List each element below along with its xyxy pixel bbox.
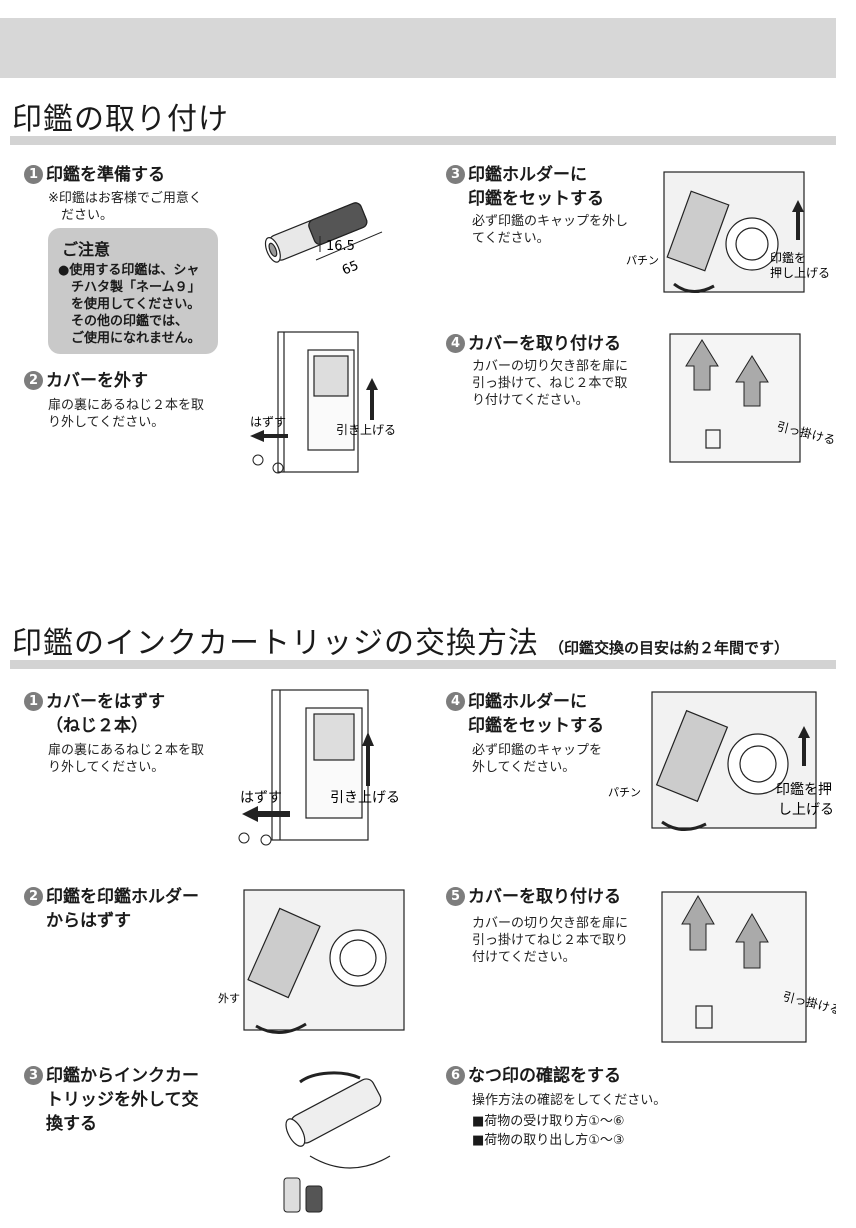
- push-up-label-line2: し上げる: [778, 802, 834, 818]
- step-title: 印鑑ホルダーに 印鑑をセットする: [468, 692, 604, 736]
- step-title: 印鑑を準備する: [46, 165, 165, 185]
- step-title: カバーを取り付ける: [468, 334, 621, 354]
- step-description: 扉の裏にあるねじ２本を取 り外してください。: [48, 398, 205, 430]
- step-description: カバーの切り欠き部を扉に 引っ掛けてねじ２本で取り 付けてください。: [472, 916, 629, 965]
- step-title: 印鑑を印鑑ホルダー からはずす: [46, 887, 199, 931]
- step-description: カバーの切り欠き部を扉に 引っ掛けて、ねじ２本で取 り付けてください。: [472, 359, 629, 408]
- step-title: 印鑑からインクカー トリッジを外して交 換する: [46, 1066, 199, 1134]
- step-number-badge: 1: [24, 165, 43, 184]
- stamp-dimension-illustration: 16.5 65: [264, 202, 383, 278]
- step-number-badge: 3: [446, 165, 465, 184]
- section1-title: 印鑑の取り付け: [12, 102, 229, 137]
- s1-step2: 2 カバーを外す: [24, 369, 148, 393]
- step-title: 印鑑ホルダーに 印鑑をセットする: [468, 165, 604, 209]
- step-number-badge: 1: [24, 692, 43, 711]
- step-number-badge: 4: [446, 334, 465, 353]
- step-number-badge: 2: [24, 371, 43, 390]
- section2-title: 印鑑のインクカートリッジの交換方法 （印鑑交換の目安は約２年間です）: [12, 618, 789, 662]
- reference-list: ■荷物の受け取り方①～⑥ ■荷物の取り出し方①～③: [472, 1112, 625, 1150]
- push-up-label-line2: 押し上げる: [770, 266, 830, 280]
- holder-set-illustration: パチン 印鑑を押 し上げる: [608, 691, 834, 831]
- step-description: 操作方法の確認をしてください。: [472, 1093, 667, 1108]
- step-number-badge: 2: [24, 887, 43, 906]
- cover-attach-illustration: 引っ掛ける: [669, 333, 836, 463]
- dimension-length-label: 65: [340, 258, 361, 278]
- s2-step4: 4 印鑑ホルダーに 印鑑をセットする: [446, 690, 604, 738]
- holder-set-illustration: パチン 印鑑を 押し上げる: [626, 171, 830, 293]
- list-item: ■荷物の取り出し方①～③: [472, 1133, 625, 1148]
- step-description: ※印鑑はお客様でご用意く ださい。: [48, 191, 202, 223]
- s1-step3: 3 印鑑ホルダーに 印鑑をセットする: [446, 163, 604, 211]
- step-title: カバーを取り付ける: [468, 887, 621, 907]
- step-number-badge: 4: [446, 692, 465, 711]
- list-item: ■荷物の受け取り方①～⑥: [472, 1114, 625, 1129]
- step-title: なつ印の確認をする: [468, 1066, 621, 1086]
- snap-label: パチン: [608, 786, 641, 799]
- s2-step5: 5 カバーを取り付ける: [446, 885, 621, 909]
- s2-step1: 1 カバーをはずす （ねじ２本）: [24, 690, 165, 738]
- cartridge-replacement-illustration: [283, 1071, 391, 1213]
- step-description: 必ず印鑑のキャップを外し てください。: [472, 214, 629, 246]
- push-up-label-line1: 印鑑を: [770, 250, 806, 265]
- step-description: 扉の裏にあるねじ２本を取 り外してください。: [48, 743, 205, 775]
- caution-box: ご注意 ●使用する印鑑は、シャ チハタ製「ネーム９」 を使用してください。 その…: [48, 228, 218, 354]
- s1-step1: 1 印鑑を準備する: [24, 163, 165, 187]
- step-number-badge: 6: [446, 1066, 465, 1085]
- step-title: カバーを外す: [46, 371, 148, 391]
- s2-step2: 2 印鑑を印鑑ホルダー からはずす: [24, 885, 199, 933]
- section2-rule: [10, 660, 836, 669]
- step-title: カバーをはずす （ねじ２本）: [46, 692, 165, 736]
- pull-up-label: 引き上げる: [336, 423, 396, 437]
- section2-title-text: 印鑑のインクカートリッジの交換方法: [12, 626, 539, 661]
- step-number-badge: 3: [24, 1066, 43, 1085]
- cover-removal-illustration: はずす 引き上げる: [250, 331, 396, 474]
- header-bar: [0, 18, 836, 78]
- s2-step6: 6 なつ印の確認をする: [446, 1064, 621, 1088]
- push-up-label-line1: 印鑑を押: [776, 781, 832, 798]
- detach-label: 外す: [218, 992, 240, 1005]
- cover-attach-illustration: 引っ掛ける: [661, 891, 836, 1043]
- s2-step3: 3 印鑑からインクカー トリッジを外して交 換する: [24, 1064, 199, 1136]
- cover-removal-illustration: はずす 引き上げる: [238, 689, 400, 846]
- snap-label: パチン: [626, 254, 659, 267]
- step-description: 必ず印鑑のキャップを 外してください。: [472, 743, 603, 775]
- holder-removal-illustration: 外す: [218, 889, 405, 1034]
- dimension-diameter-label: 16.5: [326, 239, 355, 254]
- pull-up-label: 引き上げる: [330, 790, 400, 806]
- caution-body: ●使用する印鑑は、シャ チハタ製「ネーム９」 を使用してください。 その他の印鑑…: [58, 263, 201, 346]
- caution-title: ご注意: [62, 240, 111, 259]
- remove-label: はずす: [240, 790, 282, 806]
- remove-label: はずす: [250, 415, 286, 429]
- step-number-badge: 5: [446, 887, 465, 906]
- section1-rule: [10, 136, 836, 145]
- s1-step4: 4 カバーを取り付ける: [446, 332, 621, 356]
- replacement-interval-note: （印鑑交換の目安は約２年間です）: [549, 639, 790, 657]
